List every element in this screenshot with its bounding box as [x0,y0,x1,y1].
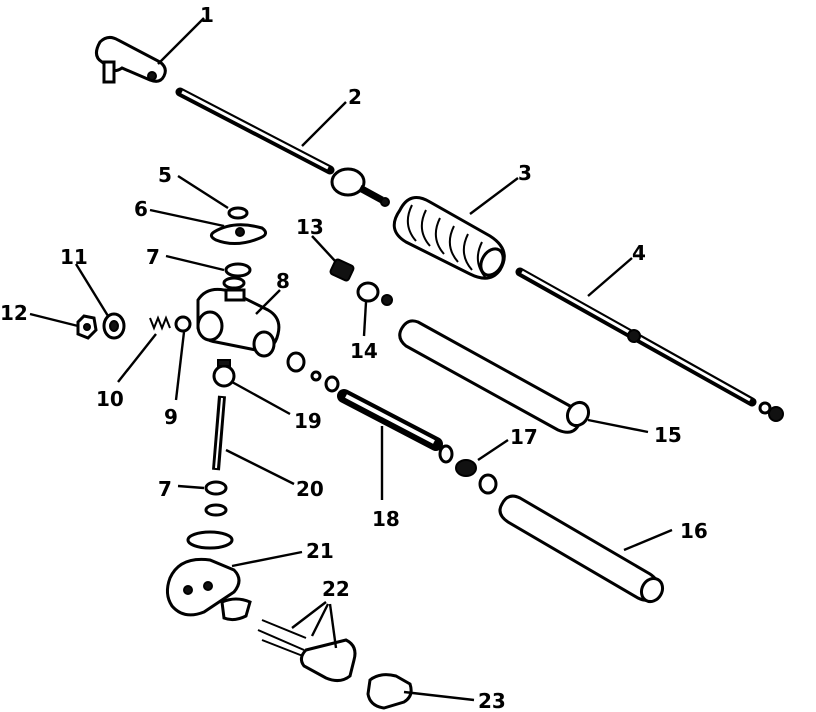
leader-20 [225,448,295,486]
leader-2 [301,101,347,147]
leader-10 [117,333,157,383]
leader-14 [362,301,368,337]
part-2-inner-tie-rod [175,87,390,207]
part-11-bushing [102,312,126,340]
part-14-seal [356,281,393,306]
part-21-valve-body [165,530,252,622]
part-1-tie-rod-end [95,35,167,84]
leader-16 [623,528,673,552]
callout-12: 12 [0,301,28,325]
callout-17: 17 [510,425,538,449]
callout-3: 3 [518,161,532,185]
leader-5 [177,174,229,210]
part-16-sleeve [498,494,665,604]
leader-22c [328,603,338,649]
callout-18: 18 [372,507,400,531]
leader-8 [255,289,281,315]
callout-19: 19 [294,409,322,433]
part-8-housing [196,287,281,358]
part-13-spring [329,258,355,282]
leader-13 [311,235,337,263]
leader-9 [174,331,186,401]
leader-23 [403,690,475,702]
callout-22: 22 [322,577,350,601]
callout-11: 11 [60,245,88,269]
part-4-rack [515,267,784,422]
part-5-nut [227,206,249,220]
callout-6: 6 [134,197,148,221]
leader-22b [310,603,330,637]
leader-3 [469,177,519,215]
leader-1 [157,17,205,65]
part-22-lines [257,619,357,683]
callout-20: 20 [296,477,324,501]
callout-4: 4 [632,241,646,265]
part-17-seal [455,459,498,495]
part-6-plate [209,223,267,245]
leader-22a [291,601,327,629]
leader-7b [177,484,205,490]
part-7-washer-lower [204,480,228,517]
part-10-spring [149,315,171,331]
part-7-washer-upper [222,262,252,290]
leader-19 [231,380,291,416]
callout-7-lower: 7 [158,477,172,501]
leader-7a [165,254,225,272]
part-15-tube [398,319,591,434]
part-9-plug [174,315,192,333]
leader-4 [587,257,633,297]
callout-9: 9 [164,405,178,429]
callout-5: 5 [158,163,172,187]
leader-12 [29,312,79,328]
part-3-boot [392,196,506,280]
callout-15: 15 [654,423,682,447]
leader-lines [29,17,673,702]
callout-13: 13 [296,215,324,239]
leader-17 [477,439,509,461]
callout-21: 21 [306,539,334,563]
leader-11 [74,263,110,317]
part-20-pinion [212,395,226,471]
callout-labels: 1 2 3 4 5 6 7 8 9 10 11 12 13 14 15 16 1… [0,3,708,712]
leader-6 [149,208,225,228]
callout-7-upper: 7 [146,245,160,269]
leader-21 [231,550,303,568]
callout-8: 8 [276,269,290,293]
part-18-rack-shaft [286,351,454,464]
part-12-locknut [76,314,98,340]
part-19-yoke [212,359,236,388]
callout-23: 23 [478,689,506,712]
part-23-bracket [366,673,413,710]
callout-10: 10 [96,387,124,411]
callout-1: 1 [200,3,214,27]
callout-16: 16 [680,519,708,543]
callout-14: 14 [350,339,378,363]
leader-15 [587,418,649,434]
callout-2: 2 [348,85,362,109]
